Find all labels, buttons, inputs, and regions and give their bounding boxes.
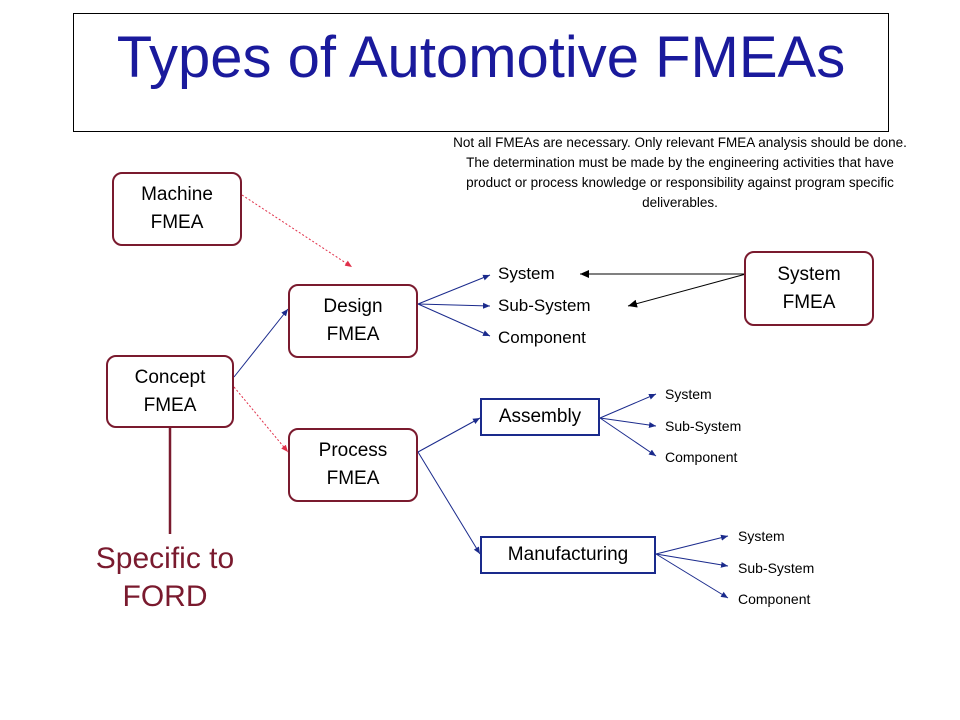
- process-fmea-line2: FMEA: [326, 468, 380, 489]
- design-fmea-line1: Design: [323, 296, 383, 317]
- manufacturing-to-subsystem-arrow: [655, 553, 729, 568]
- systemfmea-to-subsystem-arrow: [627, 273, 747, 308]
- concept-to-process-arrow: [233, 386, 289, 453]
- assembly-to-system-arrow: [599, 393, 657, 419]
- assembly-item-component: Component: [665, 449, 738, 465]
- manufacturing-item-component: Component: [738, 591, 811, 607]
- machine-fmea-line2: FMEA: [150, 212, 204, 233]
- concept-fmea-line1: Concept: [134, 366, 206, 388]
- process-to-assembly-arrow: [417, 417, 481, 453]
- design-item-component: Component: [498, 328, 586, 347]
- design-item-system: System: [498, 264, 555, 283]
- design-to-system-arrow: [417, 274, 491, 305]
- assembly-to-subsystem-arrow: [599, 417, 657, 428]
- concept-to-design-arrow: [233, 308, 289, 378]
- manufacturing-to-system-arrow: [655, 534, 729, 555]
- design-to-subsystem-arrow: [417, 302, 491, 309]
- design-item-subsystem: Sub-System: [498, 296, 591, 315]
- manufacturing-to-component-arrow: [655, 553, 729, 599]
- ford-line2: FORD: [122, 580, 208, 613]
- page-title: Types of Automotive FMEAs: [116, 25, 846, 90]
- process-to-manufacturing-arrow: [417, 451, 481, 555]
- design-fmea-line2: FMEA: [326, 324, 380, 345]
- machine-fmea-line1: Machine: [141, 184, 213, 205]
- manufacturing-box: Manufacturing: [480, 536, 656, 574]
- system-fmea-line1: System: [777, 263, 841, 285]
- assembly-to-component-arrow: [599, 417, 657, 457]
- concept-fmea-line2: FMEA: [143, 394, 197, 416]
- specific-to-ford-label: Specific to FORD: [70, 540, 260, 616]
- system-fmea-line2: FMEA: [782, 291, 836, 313]
- assembly-box: Assembly: [480, 398, 600, 436]
- manufacturing-item-subsystem: Sub-System: [738, 560, 815, 576]
- ford-line1: Specific to: [95, 542, 235, 575]
- assembly-item-system: System: [665, 386, 712, 402]
- design-to-component-arrow: [417, 303, 491, 337]
- note-text: Not all FMEAs are necessary. Only releva…: [453, 135, 907, 210]
- title-frame: Types of Automotive FMEAs: [73, 13, 889, 132]
- manufacturing-item-system: System: [738, 528, 785, 544]
- machine-to-design-arrow: [241, 194, 353, 268]
- process-fmea-line1: Process: [318, 440, 388, 461]
- assembly-item-subsystem: Sub-System: [665, 418, 742, 434]
